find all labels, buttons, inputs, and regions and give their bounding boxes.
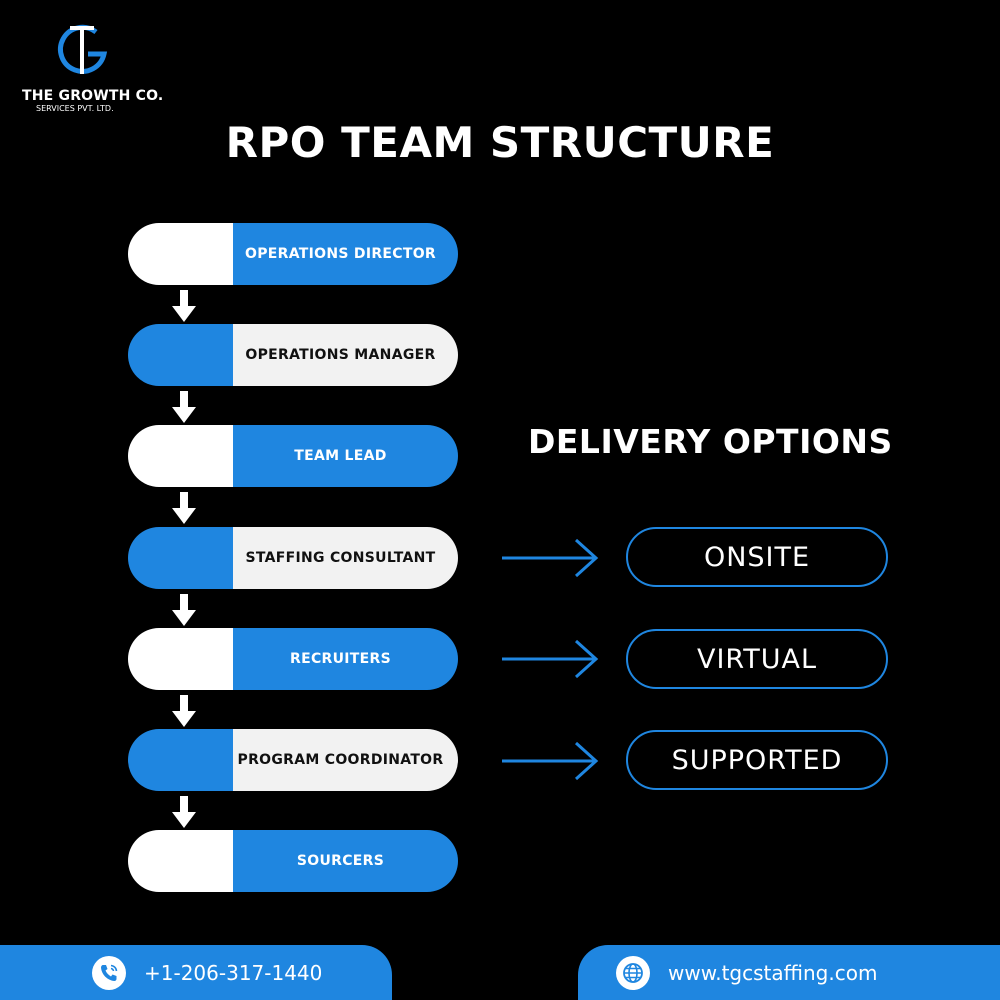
phone-number[interactable]: +1-206-317-1440 (144, 960, 323, 985)
role-program-coordinator: PROGRAM COORDINATOR (128, 729, 458, 791)
role-sourcers: SOURCERS (128, 830, 458, 892)
down-arrow-icon (172, 492, 196, 524)
footer-website-bar[interactable]: www.tgcstaffing.com (578, 945, 1000, 1000)
brand-subtitle: SERVICES PVT. LTD. (36, 104, 114, 113)
down-arrow-icon (172, 594, 196, 626)
role-recruiters: RECRUITERS (128, 628, 458, 690)
website-link[interactable]: www.tgcstaffing.com (668, 960, 878, 985)
down-arrow-icon (172, 290, 196, 322)
brand-name: THE GROWTH CO. (22, 88, 164, 104)
role-team-lead: TEAM LEAD (128, 425, 458, 487)
right-arrow-icon (502, 741, 599, 781)
down-arrow-icon (172, 796, 196, 828)
delivery-option-onsite: ONSITE (626, 527, 888, 587)
role-label: RECRUITERS (290, 651, 391, 667)
role-label: SOURCERS (296, 853, 385, 869)
role-label: PROGRAM COORDINATOR (237, 752, 444, 768)
role-label: STAFFING CONSULTANT (245, 550, 436, 566)
role-operations-manager: OPERATIONS MANAGER (128, 324, 458, 386)
role-label: TEAM LEAD (294, 448, 387, 464)
down-arrow-icon (172, 695, 196, 727)
right-arrow-icon (502, 538, 599, 578)
delivery-options-title: DELIVERY OPTIONS (528, 422, 893, 461)
right-arrow-icon (502, 639, 599, 679)
delivery-option-virtual: VIRTUAL (626, 629, 888, 689)
down-arrow-icon (172, 391, 196, 423)
role-label: OPERATIONS MANAGER (245, 347, 436, 363)
role-label: OPERATIONS DIRECTOR (245, 246, 436, 262)
delivery-option-supported: SUPPORTED (626, 730, 888, 790)
page-title: RPO TEAM STRUCTURE (225, 118, 775, 167)
role-staffing-consultant: STAFFING CONSULTANT (128, 527, 458, 589)
company-logo: THE GROWTH CO. SERVICES PVT. LTD. (22, 20, 164, 113)
footer-phone-bar[interactable]: +1-206-317-1440 (0, 945, 392, 1000)
phone-icon (92, 955, 126, 990)
role-operations-director: OPERATIONS DIRECTOR (128, 223, 458, 285)
globe-icon (616, 955, 650, 990)
logo-mark-icon (58, 24, 108, 74)
